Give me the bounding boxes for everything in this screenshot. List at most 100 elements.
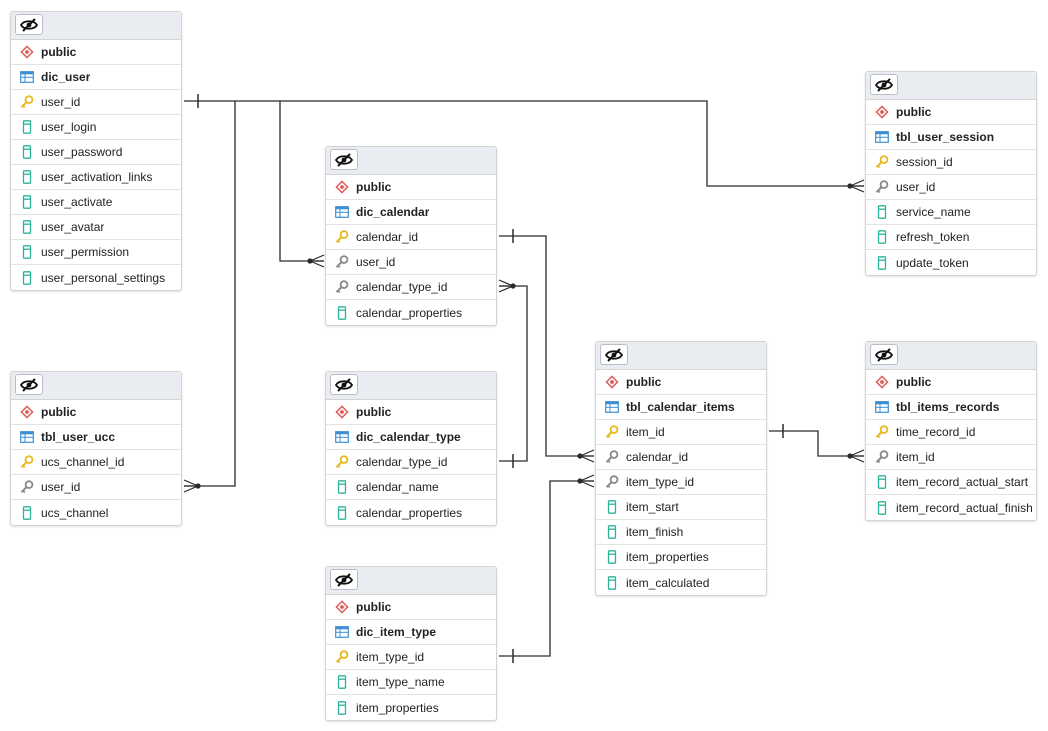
table-name-row-label: dic_user <box>41 70 91 84</box>
table-name-row: dic_item_type <box>326 620 496 645</box>
column-row: service_name <box>866 200 1036 225</box>
relationship-line <box>499 480 594 657</box>
schema-row-label: public <box>896 105 932 119</box>
table-header <box>326 147 496 175</box>
column-row: item_record_actual_start <box>866 470 1036 495</box>
schema-row-label: public <box>41 405 77 419</box>
column-icon <box>20 270 34 285</box>
column-row: item_id <box>866 445 1036 470</box>
column-row: calendar_id <box>326 225 496 250</box>
column-icon <box>875 500 889 515</box>
column-row-label: calendar_properties <box>356 305 463 320</box>
table-name-row-label: dic_calendar_type <box>356 430 461 444</box>
relationship-line <box>769 430 864 457</box>
schema-row-label: public <box>356 180 392 194</box>
column-row: item_record_actual_finish <box>866 495 1036 520</box>
column-row-label: calendar_type_id <box>356 455 448 469</box>
column-row-label: calendar_id <box>626 450 689 464</box>
table-icon <box>335 205 349 219</box>
column-icon <box>875 475 889 489</box>
column-row: user_personal_settings <box>11 265 181 290</box>
hide-eye-icon[interactable] <box>330 569 358 590</box>
column-row-label: user_personal_settings <box>41 270 166 285</box>
column-row-label: user_activate <box>41 195 113 209</box>
column-icon <box>20 170 34 184</box>
column-icon <box>20 120 34 134</box>
column-row-label: ucs_channel_id <box>41 455 125 469</box>
foreign-key-icon <box>335 280 349 294</box>
relationship-line <box>184 101 236 487</box>
relationship-line <box>184 100 864 187</box>
schema-row: public <box>326 175 496 200</box>
schema-row-label: public <box>356 600 392 614</box>
schema-icon <box>20 405 34 419</box>
schema-icon <box>335 405 349 419</box>
schema-row-label: public <box>41 45 77 59</box>
column-row: user_id <box>11 475 181 500</box>
schema-row: public <box>11 400 181 425</box>
hide-eye-icon[interactable] <box>870 74 898 95</box>
table-name-row: dic_calendar_type <box>326 425 496 450</box>
column-row-label: ucs_channel <box>41 505 109 520</box>
table-name-row: tbl_user_session <box>866 125 1036 150</box>
table-header <box>866 72 1036 100</box>
column-row: session_id <box>866 150 1036 175</box>
column-row-label: user_avatar <box>41 220 105 234</box>
table-icon <box>875 400 889 414</box>
column-row-label: item_id <box>896 450 935 464</box>
schema-row: public <box>866 370 1036 395</box>
schema-icon <box>875 105 889 119</box>
column-row: user_activate <box>11 190 181 215</box>
column-row: item_type_name <box>326 670 496 695</box>
column-row: user_id <box>11 90 181 115</box>
hide-eye-icon[interactable] <box>870 344 898 365</box>
column-row-label: session_id <box>896 155 953 169</box>
foreign-key-icon <box>335 255 349 269</box>
column-row: item_type_id <box>596 470 766 495</box>
schema-icon <box>875 375 889 389</box>
schema-icon <box>335 180 349 194</box>
hide-eye-icon[interactable] <box>330 149 358 170</box>
column-row: user_id <box>866 175 1036 200</box>
column-row-label: item_record_actual_start <box>896 475 1029 489</box>
schema-row: public <box>596 370 766 395</box>
column-row: user_id <box>326 250 496 275</box>
relationship-line <box>279 101 324 262</box>
column-row-label: item_properties <box>626 550 709 564</box>
primary-key-icon <box>335 455 349 469</box>
many-marker-dot <box>577 453 583 459</box>
many-marker-dot <box>510 283 516 289</box>
column-row-label: calendar_type_id <box>356 280 448 294</box>
table-name-row-label: tbl_items_records <box>896 400 1000 414</box>
column-row: calendar_type_id <box>326 450 496 475</box>
schema-icon <box>335 600 349 614</box>
column-row-label: item_type_id <box>626 475 695 489</box>
hide-eye-icon[interactable] <box>15 374 43 395</box>
column-icon <box>20 145 34 159</box>
column-row-label: item_id <box>626 425 665 439</box>
column-row: item_id <box>596 420 766 445</box>
hide-eye-icon[interactable] <box>15 14 43 35</box>
table-header <box>11 372 181 400</box>
column-icon <box>875 230 889 244</box>
table-name-row: dic_calendar <box>326 200 496 225</box>
hide-eye-icon[interactable] <box>330 374 358 395</box>
table-header <box>326 372 496 400</box>
column-row-label: calendar_properties <box>356 505 463 520</box>
table-name-row: dic_user <box>11 65 181 90</box>
column-row-label: user_id <box>41 95 81 109</box>
table-name-row-label: dic_calendar <box>356 205 430 219</box>
column-row: user_password <box>11 140 181 165</box>
table-icon <box>20 430 34 444</box>
hide-eye-icon[interactable] <box>600 344 628 365</box>
foreign-key-icon <box>605 450 619 464</box>
column-icon <box>20 195 34 209</box>
